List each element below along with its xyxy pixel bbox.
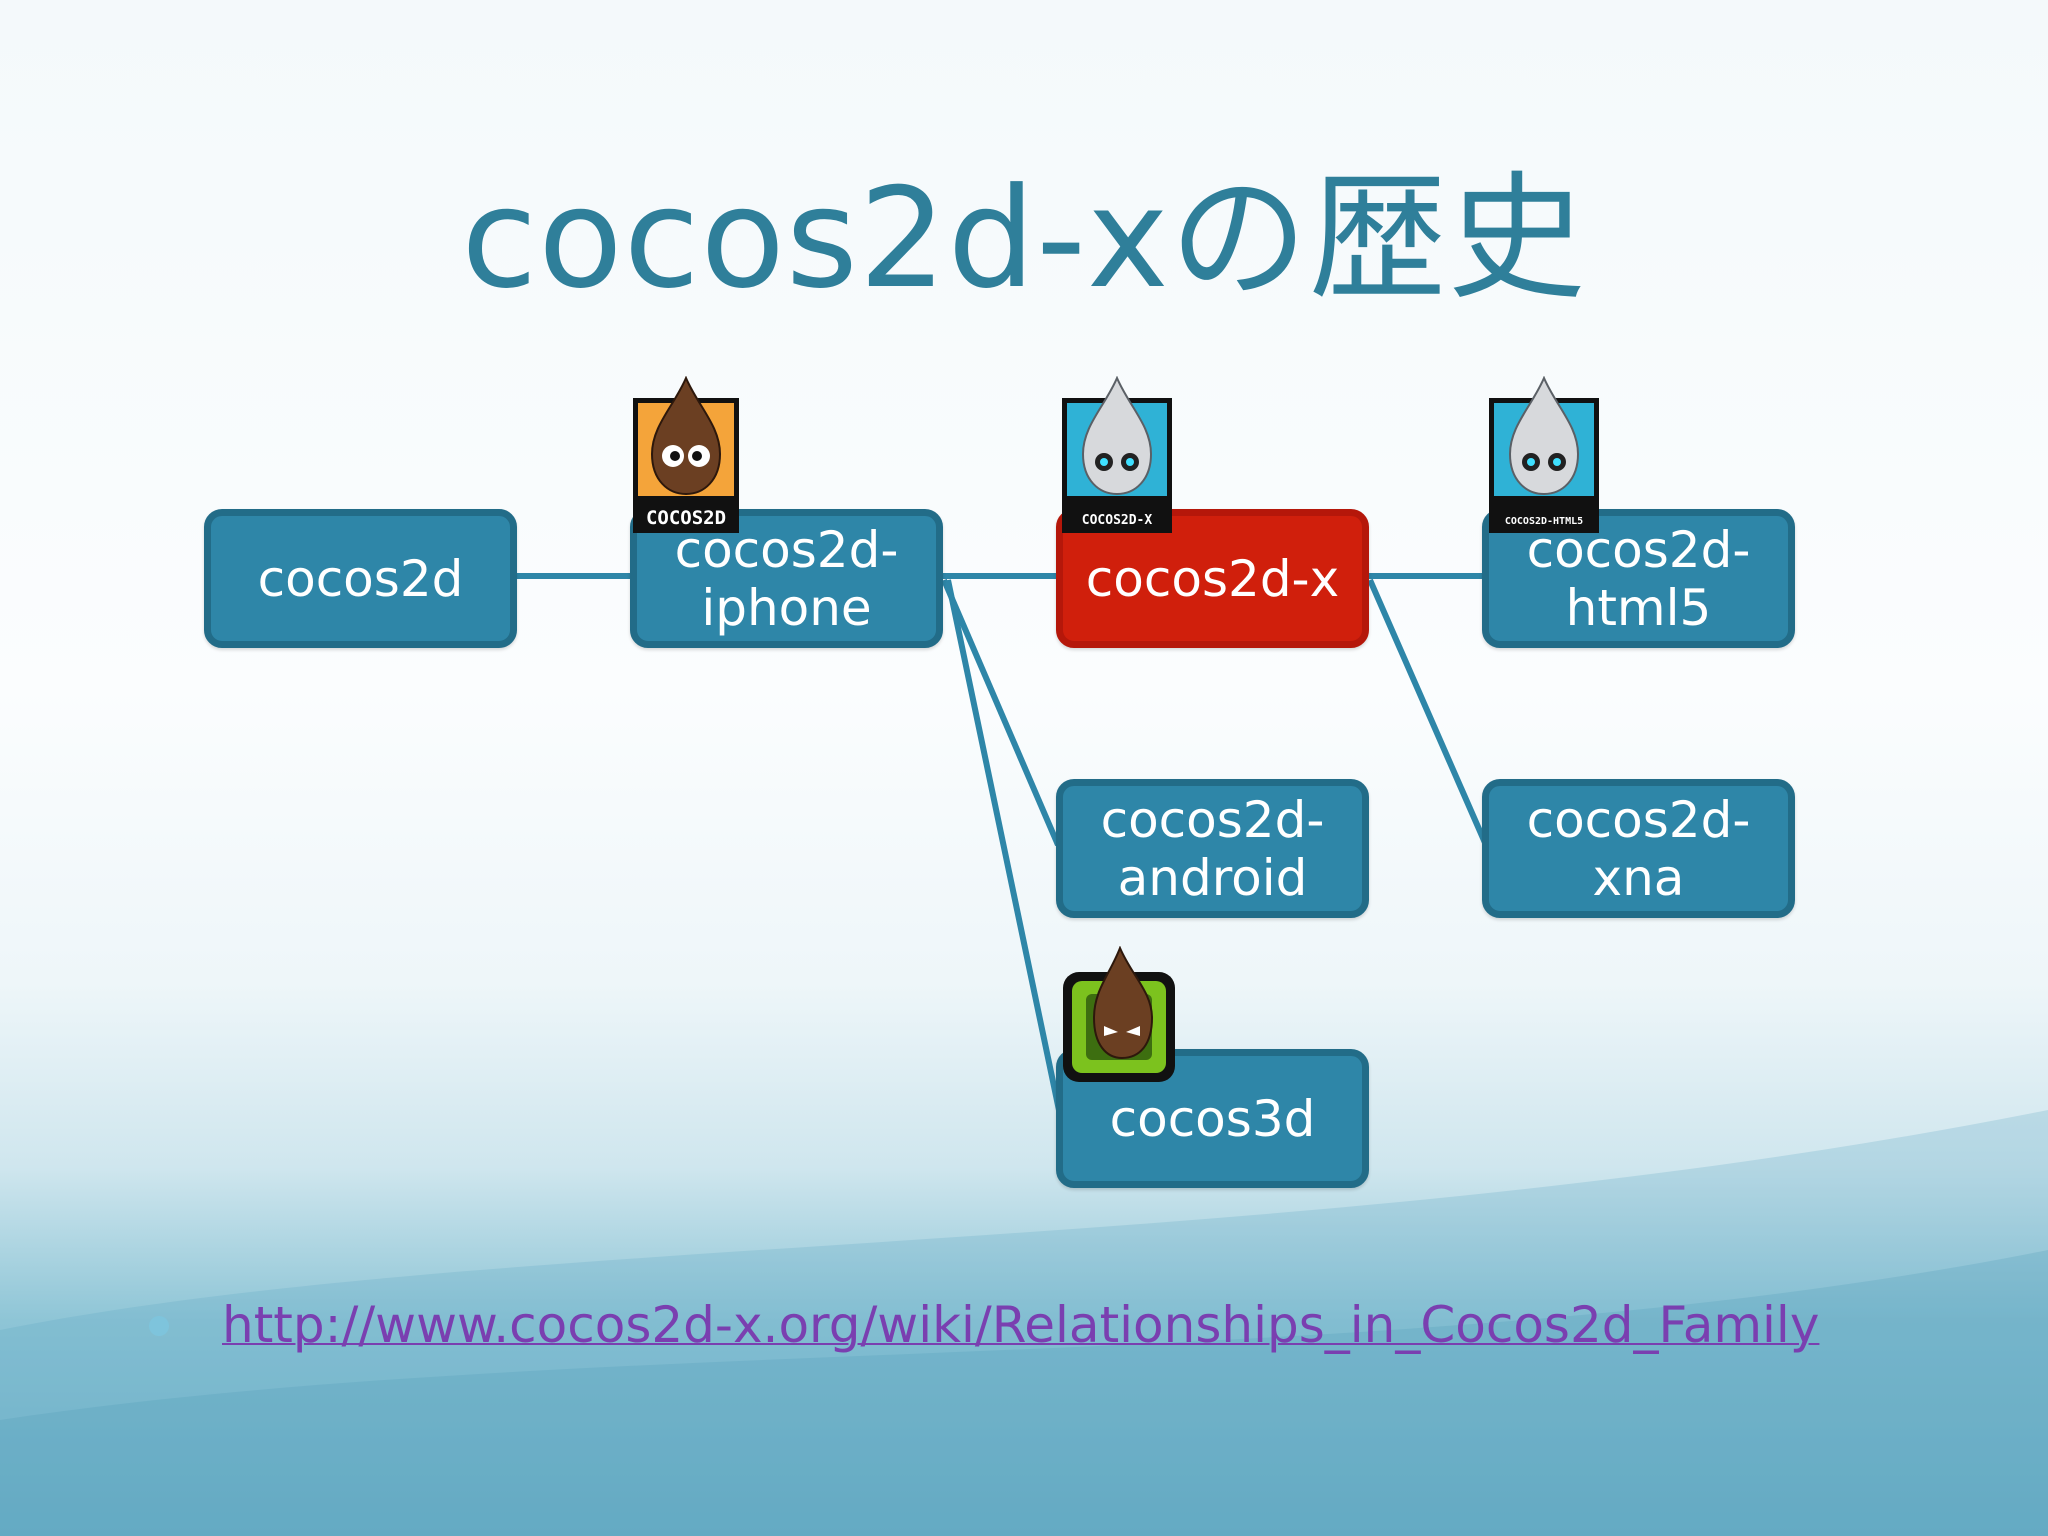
node-cocos2d-xna[interactable]: cocos2d- xna — [1482, 779, 1795, 918]
node-cocos2d-android[interactable]: cocos2d- android — [1056, 779, 1369, 918]
cocos2d-x-logo-text: COCOS2D-X — [1082, 513, 1153, 528]
family-relationships-link[interactable]: http://www.cocos2d-x.org/wiki/Relationsh… — [222, 1296, 1820, 1354]
node-cocos2d[interactable]: cocos2d — [204, 509, 517, 648]
page-title: cocos2d-xの歴史 — [461, 158, 1587, 319]
cocos2d-html5-logo-text: COCOS2D-HTML5 — [1505, 516, 1583, 527]
cocos3d-logo-icon — [1063, 946, 1175, 1082]
cocos2d-x-logo-icon: COCOS2D-X — [1062, 376, 1172, 533]
cocos2d-logo-text: COCOS2D — [646, 507, 726, 529]
cocos2d-logo-icon: COCOS2D — [633, 376, 739, 533]
cocos2d-html5-logo-icon: COCOS2D-HTML5 — [1489, 376, 1599, 533]
node-cocos2d-x[interactable]: cocos2d-x — [1056, 509, 1369, 648]
bullet-icon — [149, 1316, 169, 1336]
